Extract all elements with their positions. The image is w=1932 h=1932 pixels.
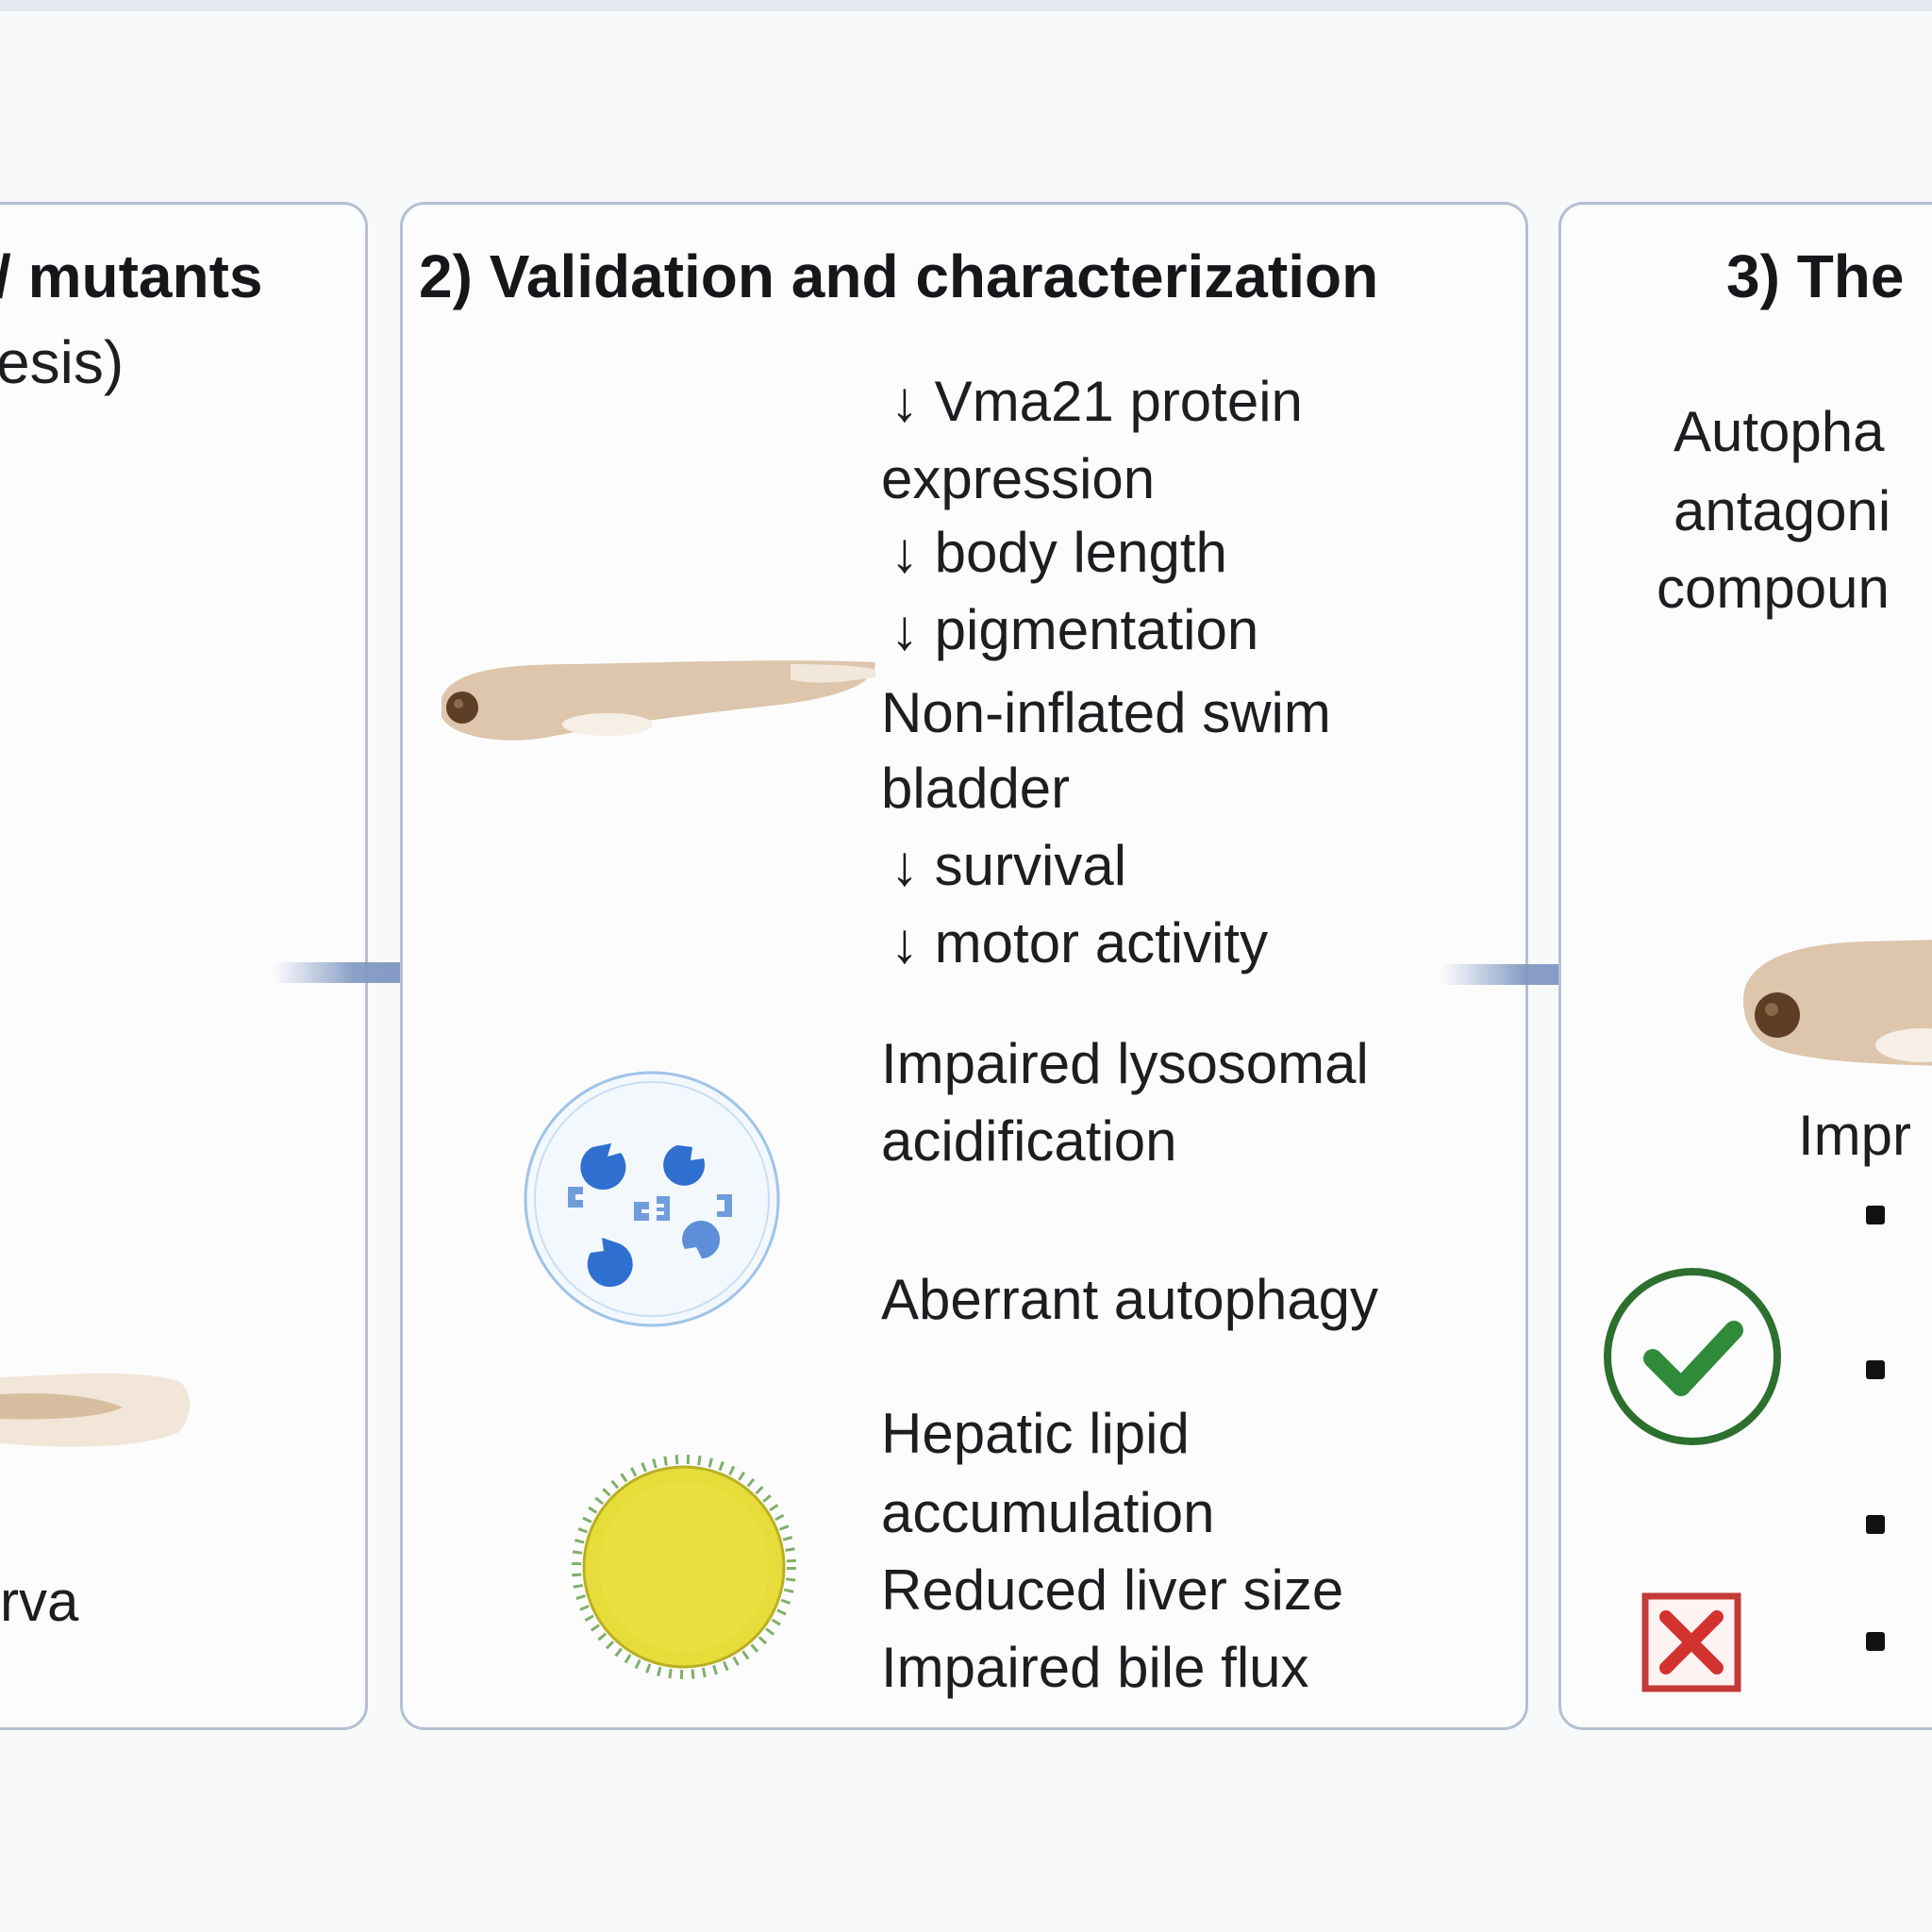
compound-line-2: antagoni — [1674, 479, 1891, 542]
panel1-title-line1: / mutants — [0, 242, 263, 310]
panel1-title-line2: esis) — [0, 328, 125, 396]
top-band — [0, 0, 1932, 11]
panel-validation — [400, 202, 1528, 1730]
compound-line-1: Autopha — [1674, 400, 1885, 463]
phenotype-line-3: ↓ body length — [891, 521, 1227, 584]
zebrafish-larva-icon — [441, 660, 875, 741]
lysosome-line-2: acidification — [881, 1109, 1177, 1173]
result-bullet — [1866, 1206, 1885, 1224]
liver-line-1: Hepatic lipid — [881, 1402, 1190, 1465]
phenotype-line-1: ↓ Vma21 protein — [891, 370, 1303, 433]
larva-label: rva — [0, 1570, 79, 1633]
liver-line-4: Impaired bile flux — [881, 1636, 1309, 1699]
result-bullet — [1866, 1515, 1885, 1534]
phenotype-line-2: expression — [881, 447, 1156, 510]
phenotype-line-7: ↓ survival — [891, 834, 1127, 897]
zebrafish-larva-icon — [0, 1373, 191, 1447]
improve-label: Impr — [1798, 1104, 1911, 1167]
phenotype-line-8: ↓ motor activity — [891, 911, 1269, 974]
panel2-title: 2) Validation and characterization — [419, 242, 1379, 310]
panel3-title: 3) The — [1726, 242, 1905, 310]
result-bullet — [1866, 1360, 1885, 1379]
liver-line-3: Reduced liver size — [881, 1558, 1344, 1622]
result-bullet — [1866, 1632, 1885, 1651]
compound-line-3: compoun — [1657, 557, 1890, 620]
phenotype-line-4: ↓ pigmentation — [891, 598, 1259, 661]
lysosome-cell-icon — [524, 1071, 780, 1327]
zebrafish-larva-icon — [1743, 940, 1932, 1066]
lysosome-line-1: Impaired lysosomal — [881, 1032, 1369, 1095]
check-circle-icon — [1604, 1268, 1781, 1445]
cross-box-icon — [1641, 1592, 1741, 1692]
phenotype-line-5: Non-inflated swim — [881, 681, 1331, 744]
phenotype-line-6: bladder — [881, 757, 1071, 820]
autophagy-line: Aberrant autophagy — [881, 1268, 1379, 1331]
lipid-droplet-icon — [572, 1455, 796, 1679]
liver-line-2: accumulation — [881, 1481, 1215, 1544]
